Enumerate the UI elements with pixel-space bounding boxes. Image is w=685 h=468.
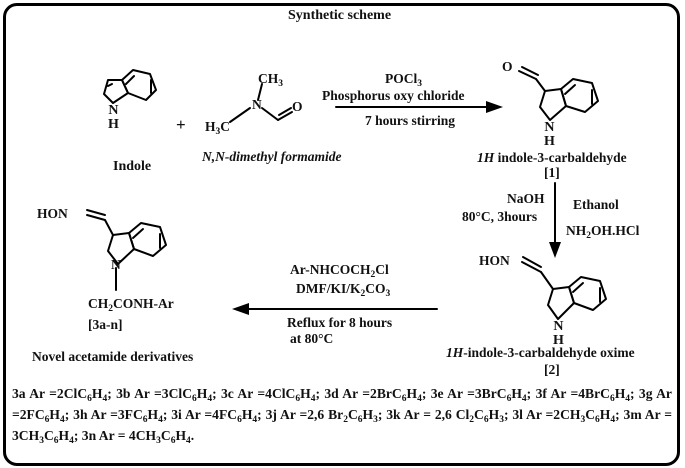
derivative-legend: 3a Ar =2ClC6H4; 3b Ar =3ClC6H4; 3c Ar =4… [12, 383, 672, 446]
product1-o: O [502, 59, 513, 74]
step1-reagent: POCl3 [385, 71, 422, 89]
step2-temp-time: 80°C, 3hours [462, 209, 538, 224]
product2-structure [521, 256, 607, 320]
indole-label: Indole [113, 159, 152, 174]
scheme-title: Synthetic scheme [288, 8, 392, 23]
product3-structure [86, 209, 167, 291]
product3-substituent: CH2CONH-Ar [88, 296, 174, 314]
product1-name: 1H indole-3-carbaldehyde [477, 150, 627, 165]
product2-name: 1H-indole-3-carbaldehyde oxime [446, 345, 635, 360]
product3-name: Novel acetamide derivatives [32, 349, 194, 364]
product3-hon: HON [37, 206, 68, 221]
step1-reagent-name: Phosphorus oxy chloride [322, 88, 465, 103]
product2-hon: HON [479, 253, 510, 268]
step3-additives: DMF/KI/K2CO3 [296, 281, 391, 299]
arrowhead-step2 [549, 242, 561, 258]
dmf-n: N [252, 97, 262, 112]
arrowhead-step3 [232, 303, 249, 315]
product1-nh: N H [544, 120, 555, 149]
legend-text: 3a Ar =2ClC6H4; 3b Ar =3ClC6H4; 3c Ar =4… [12, 386, 672, 446]
product1-number: [1] [544, 165, 560, 180]
scheme-frame [3, 3, 680, 466]
plus-sign: + [176, 115, 186, 134]
indole-nh: N H [108, 103, 119, 132]
dmf-h3c: H3C [205, 119, 231, 137]
step3-condition: Reflux for 8 hours [287, 315, 393, 330]
step2-reagent: NH2OH.HCl [566, 223, 640, 241]
dmf-name: N,N-dimethyl formamide [202, 149, 342, 164]
indole-structure [103, 69, 157, 104]
step3-reagent: Ar-NHCOCH2Cl [290, 262, 389, 280]
dmf-structure [229, 83, 293, 123]
product1-structure [518, 66, 599, 121]
step1-condition: 7 hours stirring [365, 113, 456, 128]
dmf-o: O [292, 99, 303, 114]
product3-n: N [111, 257, 121, 272]
product2-nh: N H [553, 319, 564, 348]
step3-temp: at 80°C [290, 331, 334, 346]
product2-number: [2] [544, 362, 560, 377]
step2-solvent: Ethanol [573, 197, 619, 212]
step2-base: NaOH [507, 191, 545, 206]
dmf-ch3-top: CH3 [258, 71, 283, 89]
product3-number: [3a-n] [88, 317, 123, 332]
arrowhead-step1 [486, 101, 503, 113]
